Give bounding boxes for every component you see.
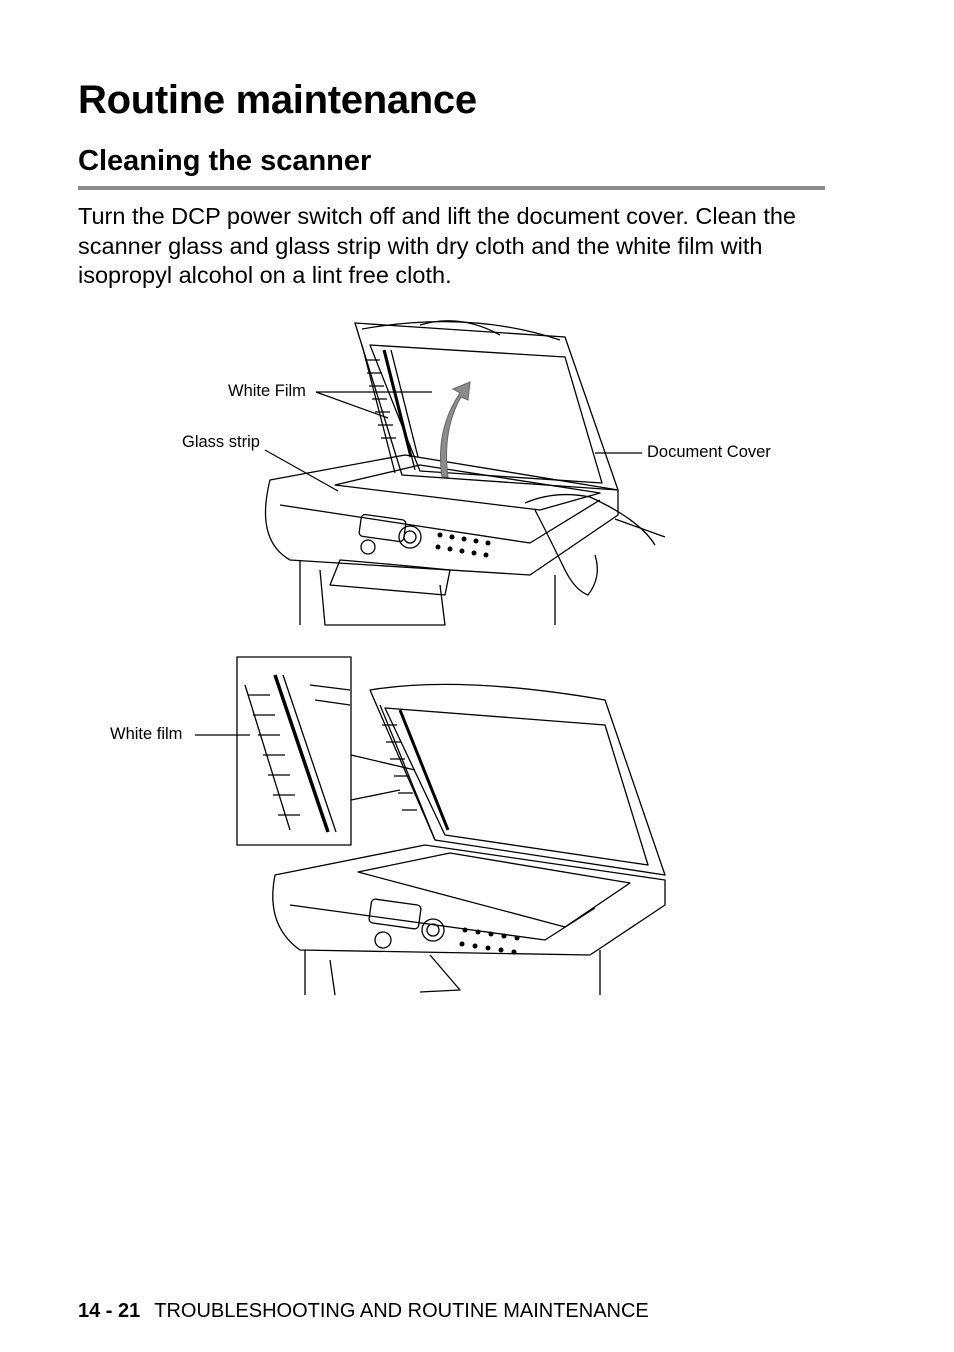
scanner-base-shape-2	[272, 844, 666, 956]
instruction-paragraph: Turn the DCP power switch off and lift t…	[78, 203, 797, 288]
label-document-cover: Document Cover	[647, 443, 771, 461]
section-heading: Cleaning the scanner	[78, 145, 372, 177]
lift-arrow-icon	[439, 381, 471, 478]
page-heading: Routine maintenance	[78, 78, 477, 122]
section-divider	[78, 186, 825, 190]
scanner-glass-shape-2	[357, 852, 631, 928]
scanner-open-illustration	[236, 656, 666, 996]
figure-cleaning-scanner: White Film Glass strip Document Cover	[182, 320, 771, 626]
scanner-glass-shape	[334, 464, 601, 511]
chapter-title: TROUBLESHOOTING AND ROUTINE MAINTENANCE	[154, 1300, 649, 1322]
white-film-strip-detail	[273, 674, 337, 833]
page-footer: 14 - 21 TROUBLESHOOTING AND ROUTINE MAINT…	[78, 1300, 649, 1323]
white-film-strip	[382, 349, 419, 458]
scanner-base-shape	[264, 454, 619, 576]
label-white-film: White Film	[228, 382, 306, 400]
scanner-illustration	[264, 320, 666, 626]
label-white-film-detail: White film	[110, 725, 182, 743]
document-cover-shape-2	[369, 683, 666, 876]
figure-white-film-detail: White film	[110, 656, 666, 996]
page-number: 14 - 21	[78, 1300, 141, 1322]
callout-leaders	[264, 391, 642, 492]
label-glass-strip: Glass strip	[182, 433, 260, 451]
detail-inset-box	[236, 656, 352, 846]
